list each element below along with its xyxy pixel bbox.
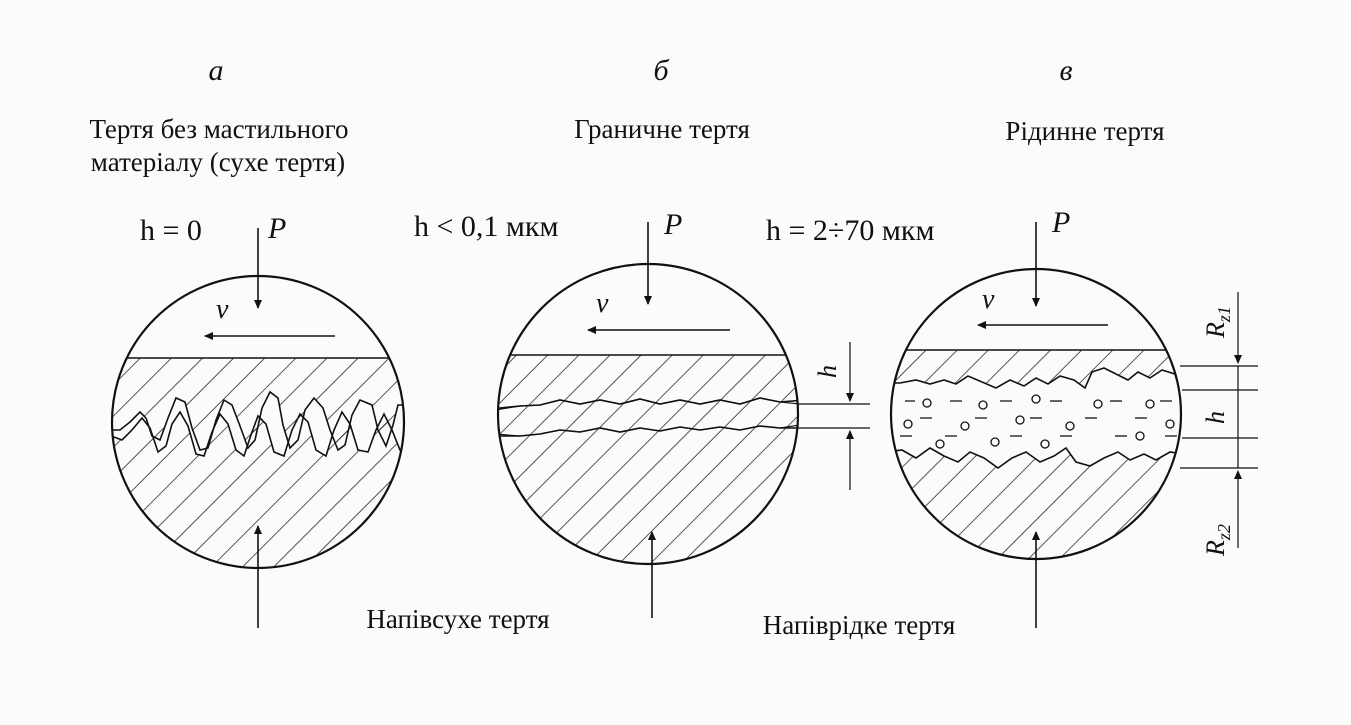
panel-c-rz2-label: Rz2: [1201, 524, 1234, 557]
panel-a-force-label: P: [267, 212, 286, 245]
panel-b-diagram: v h: [496, 222, 870, 618]
panel-c-title: Рідинне тертя: [1005, 116, 1164, 146]
panel-c-rz2-letter: R: [1201, 540, 1230, 557]
panel-b-velocity-label: v: [596, 288, 609, 319]
panel-b-letter: б: [653, 54, 669, 87]
panel-a-upper-body: [112, 357, 404, 452]
semi-dry-caption: Напівсухе тертя: [366, 604, 549, 634]
panel-a-title-line1: Тертя без мастильного: [89, 114, 348, 144]
panel-b-gap-label: h: [813, 365, 842, 378]
panel-a-h-expr: h = 0: [140, 214, 202, 247]
panel-c-h-expr: h = 2÷70 мкм: [766, 214, 934, 247]
panel-a-lower-body: [112, 410, 404, 568]
semi-liquid-caption: Напіврідке тертя: [763, 610, 956, 640]
panel-c-rz1-letter: R: [1201, 322, 1230, 339]
panel-b-title: Граничне тертя: [574, 114, 750, 144]
panel-c-rz2-subscript: z2: [1214, 524, 1234, 541]
panel-b-h-expr: h < 0,1 мкм: [414, 210, 558, 243]
panel-c-lubricant-layer: [900, 394, 1177, 449]
panel-b-force-label: P: [663, 208, 682, 241]
panel-c-rz1-label: Rz1: [1201, 306, 1234, 339]
panel-a-letter: а: [209, 54, 224, 87]
panel-c-velocity-label: v: [982, 284, 995, 315]
panel-c-gap-label: h: [1201, 411, 1230, 424]
panel-c-diagram: v Rz1 h Rz2: [889, 222, 1258, 628]
panel-c-upper-body: [891, 349, 1181, 390]
panel-c-rz1-subscript: z1: [1214, 306, 1234, 323]
panel-a-velocity-label: v: [216, 294, 229, 325]
panel-b-lower-body: [498, 425, 798, 564]
panel-a-diagram: v: [110, 228, 406, 628]
panel-c-force-label: P: [1051, 206, 1070, 239]
panel-c-letter: в: [1059, 54, 1072, 87]
panel-a-title-line2: матеріалу (сухе тертя): [91, 147, 345, 177]
